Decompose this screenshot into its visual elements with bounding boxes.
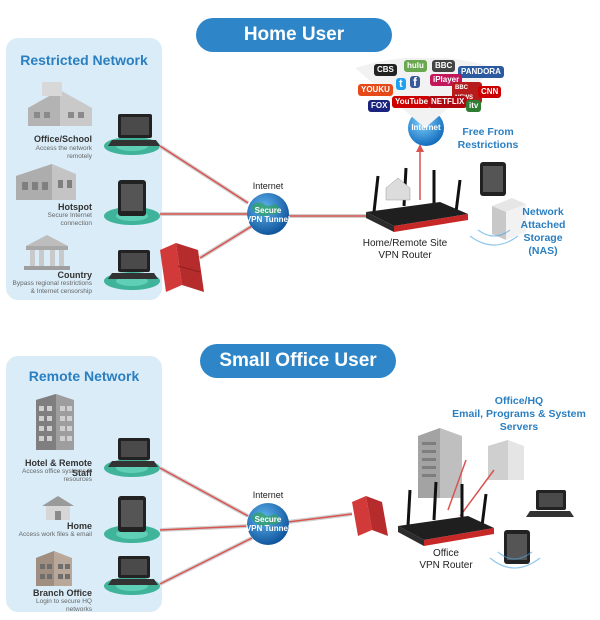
vpn-router-icon: [366, 167, 468, 232]
home-router-label-2: VPN Router: [378, 250, 432, 261]
laptop-icon: [108, 556, 158, 585]
internet-globe-icon: [247, 503, 289, 545]
home-tunnel-label-1: Secure: [254, 206, 282, 215]
hotspot-name: Hotspot: [58, 202, 92, 212]
facebook-icon: f: [410, 76, 420, 88]
hotspot-desc: Secure Internet connection: [47, 212, 92, 227]
itv-logo: itv: [466, 100, 482, 112]
internet-globe-icon: [247, 193, 289, 235]
home-internet-label: Internet: [252, 181, 284, 191]
office-school-name: Office/School: [33, 134, 92, 144]
cbs-logo: CBS: [374, 64, 397, 76]
hotel-building-icon: [36, 394, 74, 450]
cloud-internet-label: Internet: [411, 123, 441, 132]
nas-label-line4: (NAS): [528, 245, 558, 257]
free-from-label-line1: Free From: [462, 126, 514, 138]
office-router-label-1: Office: [433, 548, 459, 559]
home-desc: Access work files & email: [18, 531, 92, 538]
servers-label-line2: Email, Programs & System: [452, 408, 586, 420]
bbc-logo: BBC: [432, 60, 456, 72]
hotel-name: Hotel & Remote Staff: [24, 458, 92, 478]
laptop-icon: [108, 114, 160, 146]
office-devices: [104, 428, 574, 595]
country-name: Country: [57, 270, 93, 280]
servers-label-line1: Office/HQ: [494, 395, 544, 407]
tablet-icon: [118, 496, 146, 532]
home-house-icon: [42, 496, 74, 520]
home-user-title: Home User: [196, 18, 392, 52]
fox-logo: FOX: [368, 100, 391, 112]
branch-office-desc: Login to secure HQ networks: [35, 598, 92, 613]
tablet-icon: [504, 530, 530, 564]
country-building-icon: [24, 235, 70, 270]
country-desc: Bypass regional restrictions & Internet …: [12, 280, 92, 295]
hulu-logo: hulu: [404, 60, 427, 72]
vpn-router-icon: [398, 481, 494, 546]
pandora-logo: PANDORA: [458, 66, 504, 78]
server-building-icon: [418, 428, 524, 498]
office-user-title: Small Office User: [200, 344, 396, 378]
nas-label-line2: Attached: [520, 219, 566, 231]
firewall-icon: [160, 243, 204, 292]
office-internet-label: Internet: [252, 490, 284, 500]
home-tunnel-label-2: VPN Tunnel: [245, 215, 291, 224]
nas-label-line3: Storage: [523, 232, 563, 244]
restricted-network-title: Restricted Network: [20, 52, 148, 68]
home-name: Home: [66, 521, 92, 531]
cnn-logo: CNN: [478, 86, 502, 98]
laptop-icon: [108, 438, 158, 467]
youku-logo: YOUKU: [358, 84, 393, 96]
tablet-icon: [480, 162, 506, 196]
twitter-icon: t: [396, 78, 406, 90]
branch-office-name: Branch Office: [32, 588, 92, 598]
office-tunnel-label-1: Secure: [254, 515, 282, 524]
hotspot-building-icon: [16, 164, 76, 200]
servers-label-line3: Servers: [499, 421, 539, 433]
tablet-icon: [118, 180, 146, 216]
hotel-desc: Access office systems & resources: [22, 468, 92, 483]
nas-icon: [492, 198, 526, 240]
laptop-icon: [108, 250, 158, 279]
youtube-logo: YouTube: [392, 96, 432, 108]
laptop-icon: [526, 490, 574, 517]
office-school-building-icon: [28, 82, 92, 126]
remote-network-title: Remote Network: [28, 368, 140, 384]
firewall-icon: [352, 496, 388, 536]
home-devices: [104, 110, 526, 292]
branch-office-building-icon: [36, 551, 72, 586]
nas-label-line1: Network: [522, 206, 564, 218]
netflix-logo: NETFLIX: [428, 96, 468, 108]
office-tunnel-label-2: VPN Tunnel: [245, 524, 291, 533]
free-from-label-line2: Restrictions: [457, 139, 519, 151]
office-school-desc: Access the network remotely: [35, 145, 92, 160]
office-router-label-2: VPN Router: [419, 560, 473, 571]
home-router-label-1: Home/Remote Site: [362, 238, 448, 249]
